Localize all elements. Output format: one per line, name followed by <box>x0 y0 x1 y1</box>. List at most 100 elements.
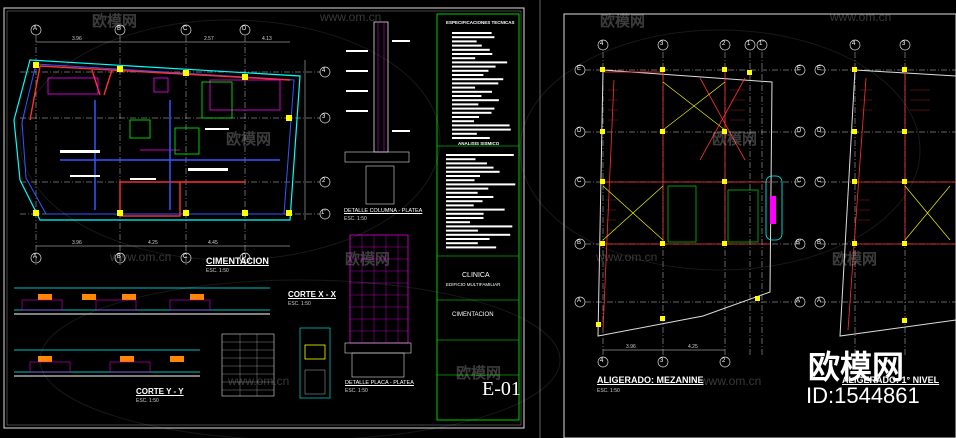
mezanine-title: ALIGERADO: MEZANINE <box>597 375 704 385</box>
spec-text-line <box>446 238 490 240</box>
watermark-site: www.om.cn <box>596 250 658 264</box>
spec-text-line <box>446 183 516 186</box>
axis-label: 2 <box>722 358 726 364</box>
left-sheet <box>3 7 525 429</box>
watermark-curves <box>19 19 921 438</box>
axis-label: B <box>817 240 822 246</box>
axis-label: D <box>242 26 247 32</box>
axis-label: C <box>183 26 188 32</box>
dimension: 3.96 <box>72 240 82 246</box>
axis-label: A <box>33 26 38 32</box>
first-level-plan <box>814 39 956 355</box>
spec-text-line <box>446 225 513 228</box>
spec-text-line <box>446 175 481 177</box>
corte-xx-scale: ESC. 1:50 <box>288 301 311 307</box>
dimension: 4.13 <box>262 36 272 42</box>
axis-label: A <box>33 254 38 260</box>
spec-text-line <box>452 124 510 127</box>
watermark-site: www.om.cn <box>700 374 762 388</box>
watermark-site: www.om.cn <box>228 374 290 388</box>
spec-text-line <box>452 132 477 135</box>
spec-text-line <box>446 162 487 165</box>
spec-text-line <box>452 48 490 51</box>
axis-label: B <box>117 26 122 32</box>
mezanine-scale: ESC. 1:50 <box>597 388 620 394</box>
corte-yy-title: CORTE Y - Y <box>136 387 184 396</box>
watermark-site: www.om.cn <box>110 250 172 264</box>
mezanine-plan <box>574 39 806 368</box>
specs-panel <box>436 13 520 421</box>
axis-label: A' <box>796 298 802 304</box>
spec-text-line <box>446 200 483 203</box>
column-detail <box>344 21 410 205</box>
spec-text-line <box>446 158 476 161</box>
watermark-logo: 欧模网 <box>226 131 272 148</box>
axis-label: 4 <box>852 41 856 47</box>
axis-label: E <box>797 66 802 72</box>
axis-label: 2 <box>322 178 326 184</box>
axis-label: E <box>577 66 582 72</box>
spec-text-line <box>446 212 484 215</box>
watermark-site: www.om.cn <box>320 10 382 24</box>
spec-text-line <box>452 103 479 106</box>
dimension: 2.57 <box>204 36 214 42</box>
corte-yy-scale: ESC. 1:50 <box>136 398 159 404</box>
axis-label: D <box>577 128 582 134</box>
spec-text-line <box>452 116 480 118</box>
spec-text-line <box>452 40 477 43</box>
schedule-table <box>221 333 275 397</box>
watermark-logo: 欧模网 <box>92 13 138 30</box>
spec-text-line <box>452 53 493 55</box>
cimentacion-title: CIMENTACION <box>206 256 269 266</box>
brand-id: ID:1544861 <box>806 383 920 408</box>
sections <box>14 287 331 399</box>
watermark-logo: 欧模网 <box>832 251 878 268</box>
detalle-placa-title: DETALLE PLACA - PLATEA <box>345 380 414 386</box>
dimension: 3.96 <box>72 36 82 42</box>
axis-label: 3 <box>660 358 664 364</box>
axis-label: 1' <box>759 41 764 47</box>
spec-text-line <box>452 32 492 34</box>
corte-xx-title: CORTE X - X <box>288 290 337 299</box>
spec-text-line <box>446 217 484 219</box>
dimension: 4.25 <box>688 344 698 350</box>
spec-text-line <box>452 82 499 85</box>
cimentacion-scale: ESC. 1:50 <box>206 268 229 274</box>
spec-text-line <box>452 90 492 93</box>
project-name: CLINICA <box>462 272 490 279</box>
watermark-logo: 欧模网 <box>600 13 646 30</box>
axis-label: 1' <box>321 210 326 216</box>
spec-text-line <box>446 179 475 182</box>
detalle-columna-scale: ESC. 1:50 <box>344 216 367 222</box>
watermark-logo: 欧模网 <box>456 365 502 382</box>
axis-label: D <box>797 128 802 134</box>
axis-label: D <box>817 128 822 134</box>
dimension: 3.96 <box>626 344 636 350</box>
spec-text-line <box>446 166 494 169</box>
dimension: 4.25 <box>148 240 158 246</box>
foundation-plan <box>13 24 331 265</box>
detalle-placa-scale: ESC. 1:50 <box>345 388 368 394</box>
spec-text-line <box>452 78 504 81</box>
spec-text-line <box>452 86 476 89</box>
spec-text-line <box>452 137 490 139</box>
dimension: 4.45 <box>208 240 218 246</box>
spec-text-line <box>452 44 482 47</box>
axis-label: B' <box>796 240 802 246</box>
spec-text-line <box>452 95 482 97</box>
spec-text-line <box>446 229 478 232</box>
spec-text-line <box>452 128 511 131</box>
nivel-title: ALIGERADO: 1° NIVEL <box>842 375 940 385</box>
spec-text-line <box>452 111 492 114</box>
spec-text-line <box>452 99 499 102</box>
spec-text-line <box>452 120 475 123</box>
project-type: EDIFICIO MULTIFAMILIAR <box>446 282 501 287</box>
axis-label: 4 <box>600 41 604 47</box>
spec-text-line <box>446 154 514 156</box>
axis-label: 4 <box>600 358 604 364</box>
watermark-logo: 欧模网 <box>345 251 391 268</box>
plate-detail <box>344 234 412 378</box>
left-sheet-border <box>3 7 525 429</box>
spec-text-line <box>452 61 508 64</box>
